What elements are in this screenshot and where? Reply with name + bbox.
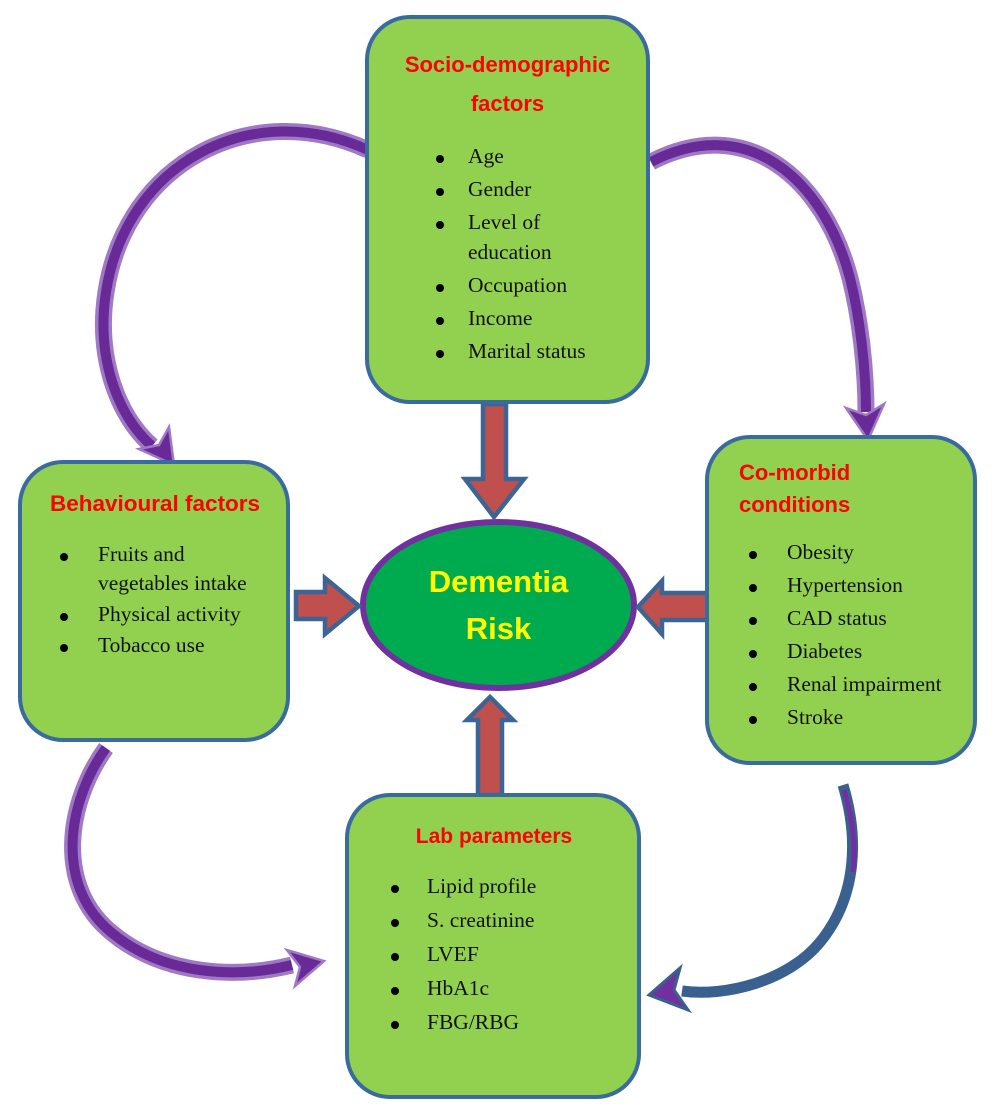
bullet-icon	[434, 270, 468, 300]
bullet-icon	[747, 702, 787, 732]
list-item: Obesity	[747, 537, 961, 567]
bullet-icon	[389, 905, 427, 935]
curved-arrow-top-to-left	[95, 123, 372, 468]
list-item: Marital status	[434, 336, 626, 366]
list-item: Gender	[434, 174, 626, 204]
bullet-icon	[389, 1007, 427, 1037]
list-item: Tobacco use	[58, 631, 272, 660]
bullet-icon	[747, 603, 787, 633]
box-behavioural-factors: Behavioural factors Fruits and vegetable…	[18, 460, 290, 742]
center-label-line2: Risk	[465, 611, 532, 646]
block-arrow-top-to-center	[460, 401, 529, 521]
bullet-icon	[747, 669, 787, 699]
list-item: Hypertension	[747, 570, 961, 600]
box-title: Co-morbid conditions	[739, 460, 851, 517]
list-item: HbA1c	[389, 973, 623, 1003]
box-title: Lab parameters	[415, 825, 573, 848]
list-item: Occupation	[434, 270, 626, 300]
bullet-icon	[389, 871, 427, 901]
bullet-icon	[58, 600, 98, 629]
box-socio-demographic-factors: Socio-demographic factors Age Gender Lev…	[365, 15, 650, 404]
list-item: Diabetes	[747, 636, 961, 666]
block-arrow-left-to-center	[293, 573, 363, 639]
box-co-morbid-conditions: Co-morbid conditions Obesity Hypertensio…	[705, 435, 977, 765]
list-item: Fruits and vegetables intake	[58, 540, 272, 598]
list-item: Stroke	[747, 702, 961, 732]
dementia-risk-ellipse: Dementia Risk	[360, 519, 637, 691]
curved-arrow-top-to-right	[647, 136, 887, 443]
bullet-icon	[434, 207, 468, 237]
bullet-icon	[747, 570, 787, 600]
curved-arrow-right-to-bottom	[646, 783, 859, 1014]
bullet-icon	[389, 939, 427, 969]
factor-list: Lipid profile S. creatinine LVEF HbA1c F…	[389, 871, 623, 1037]
factor-list: Age Gender Level of education Occupation…	[434, 141, 626, 366]
bullet-icon	[434, 303, 468, 333]
list-item: FBG/RBG	[389, 1007, 623, 1037]
list-item: Renal impairment	[747, 669, 961, 699]
list-item: Level of education	[434, 207, 626, 267]
list-item: Lipid profile	[389, 871, 623, 901]
list-item: Physical activity	[58, 600, 272, 629]
bullet-icon	[58, 631, 98, 660]
box-title: Socio-demographic factors	[404, 52, 611, 116]
list-item: CAD status	[747, 603, 961, 633]
bullet-icon	[58, 540, 98, 569]
bullet-icon	[747, 636, 787, 666]
block-arrow-right-to-center	[634, 575, 711, 640]
box-lab-parameters: Lab parameters Lipid profile S. creatini…	[345, 793, 641, 1099]
list-item: Income	[434, 303, 626, 333]
curved-arrow-left-to-bottom	[64, 743, 327, 990]
box-title: Behavioural factors	[50, 491, 261, 516]
factor-list: Fruits and vegetables intake Physical ac…	[58, 540, 272, 660]
bullet-icon	[434, 141, 468, 171]
list-item: S. creatinine	[389, 905, 623, 935]
bullet-icon	[747, 537, 787, 567]
block-arrow-bottom-to-center	[461, 693, 519, 798]
bullet-icon	[389, 973, 427, 1003]
factor-list: Obesity Hypertension CAD status Diabetes…	[747, 537, 961, 732]
list-item: Age	[434, 141, 626, 171]
list-item: LVEF	[389, 939, 623, 969]
center-label-line1: Dementia	[428, 564, 569, 599]
bullet-icon	[434, 336, 468, 366]
bullet-icon	[434, 174, 468, 204]
